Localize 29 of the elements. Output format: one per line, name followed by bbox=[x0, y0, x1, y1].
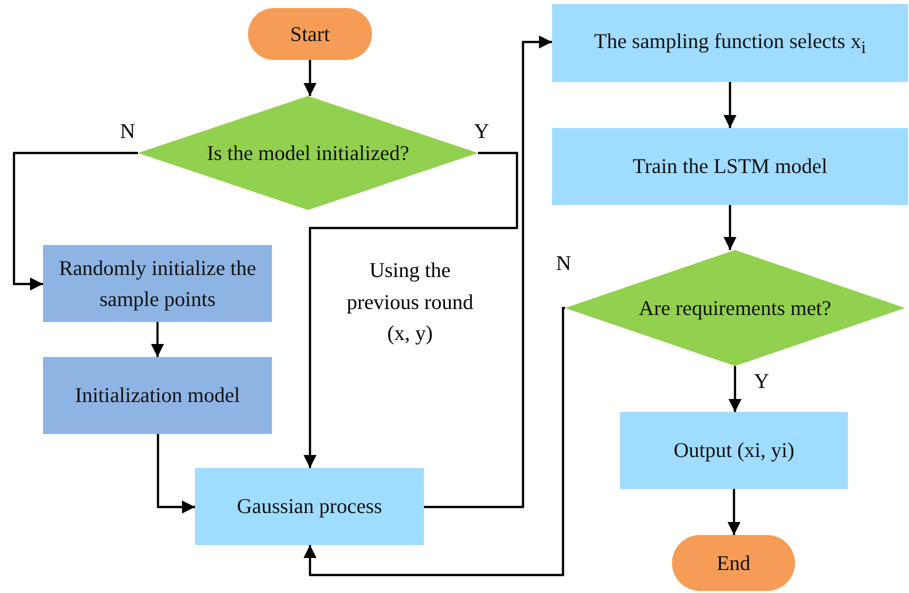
process-box bbox=[195, 468, 424, 545]
process-box bbox=[552, 128, 908, 205]
node-text: Output (xi, yi) bbox=[674, 437, 794, 464]
arrow bbox=[303, 152, 518, 468]
arrow bbox=[156, 434, 195, 514]
note-text: Using the previous round (x, y) bbox=[346, 257, 474, 347]
process-box bbox=[552, 4, 908, 82]
arrow bbox=[12, 152, 138, 291]
arrow bbox=[727, 489, 741, 535]
node-text: Gaussian process bbox=[236, 493, 382, 520]
node-text: Are requirements met? bbox=[638, 294, 832, 322]
node-text: Initialization model bbox=[74, 382, 240, 410]
process-box bbox=[620, 412, 848, 489]
arrow bbox=[303, 60, 317, 96]
arrow bbox=[303, 306, 566, 576]
terminal-pill bbox=[248, 8, 372, 60]
process-box bbox=[43, 357, 272, 434]
node-text: End bbox=[716, 550, 750, 577]
node-text: Is the model initialized? bbox=[206, 140, 410, 167]
arrow bbox=[424, 35, 552, 508]
process-box bbox=[43, 245, 272, 322]
arrow bbox=[728, 366, 742, 412]
arrow bbox=[723, 205, 737, 250]
arrow bbox=[723, 82, 737, 128]
node-text: Start bbox=[290, 20, 330, 48]
node-text: Randomly initialize the sample points bbox=[58, 255, 258, 312]
node-text: The sampling function selects x$_{i}$ bbox=[594, 28, 866, 59]
node-text: Train the LSTM model bbox=[632, 153, 828, 180]
arrow bbox=[150, 322, 164, 357]
